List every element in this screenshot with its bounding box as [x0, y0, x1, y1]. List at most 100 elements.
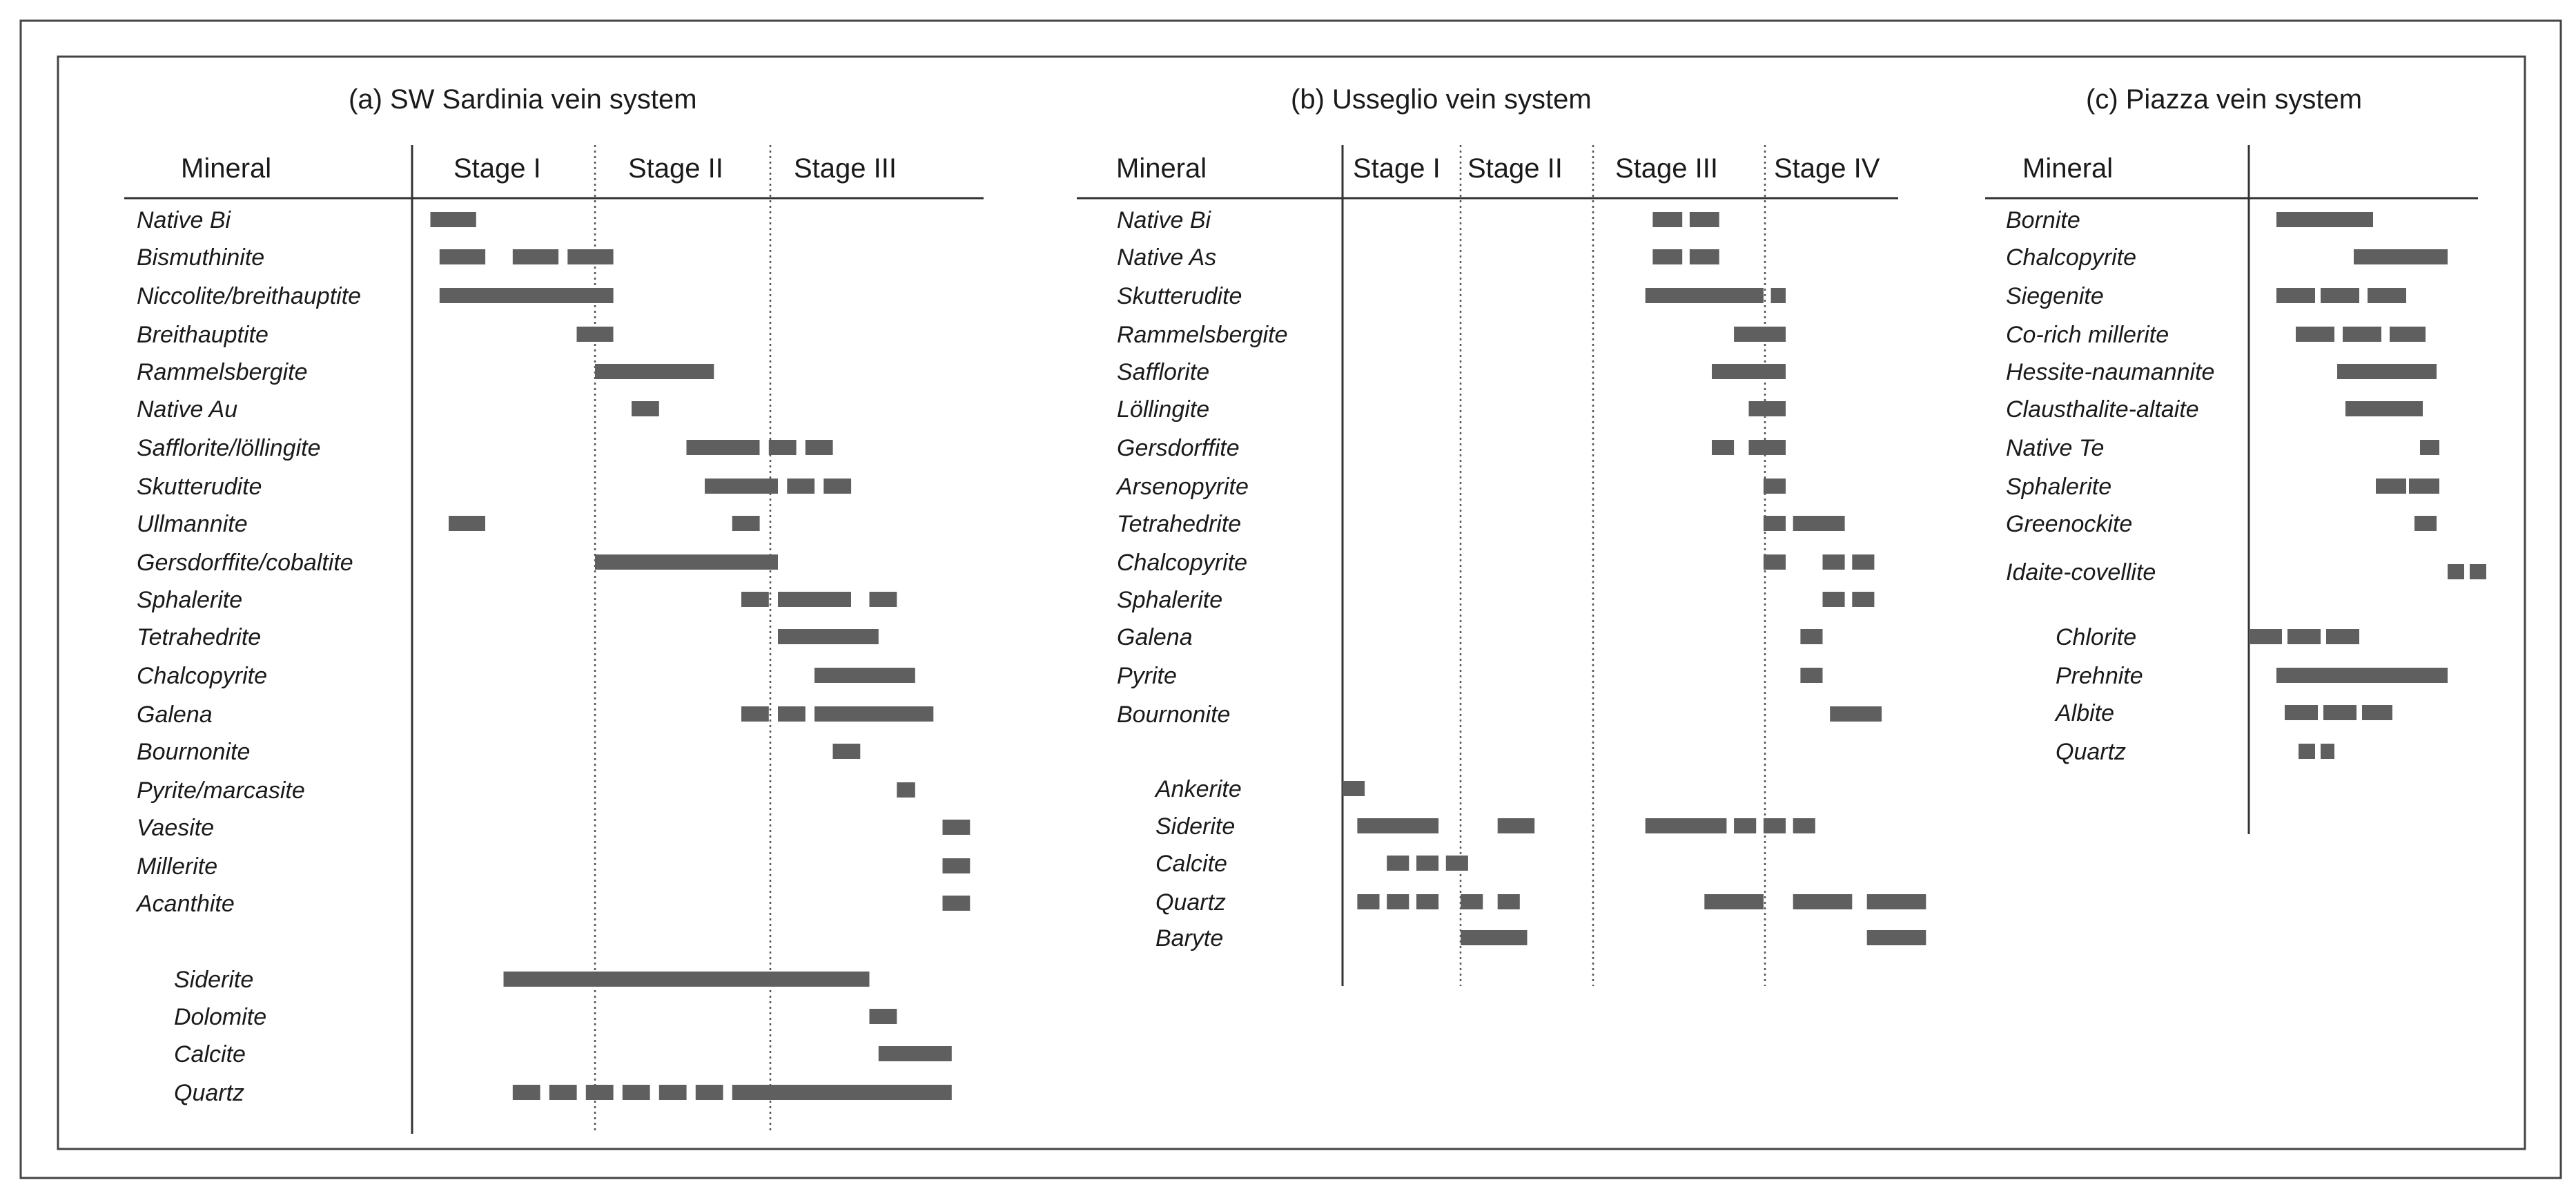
panel-b-occurrence-bar — [1748, 440, 1786, 455]
panel-c-occurrence-bar — [2285, 705, 2318, 720]
panel-b-occurrence-bar — [1712, 364, 1786, 379]
panel-b-occurrence-bar — [1416, 856, 1439, 871]
panel-b-occurrence-bar — [1852, 554, 1875, 570]
panel-a-mineral-label: Safflorite/löllingite — [137, 435, 320, 461]
panel-b-occurrence-bar — [1852, 592, 1875, 607]
panel-a-occurrence-bar — [658, 1085, 687, 1100]
panel-a-occurrence-bar — [512, 1085, 540, 1100]
panel-b-occurrence-bar — [1416, 894, 1439, 909]
panel-b-mineral-label: Calcite — [1155, 851, 1227, 877]
panel-a-occurrence-bar — [768, 440, 797, 455]
panel-a-mineral-label: Calcite — [174, 1041, 246, 1067]
panel-a-mineral-label: Native Au — [137, 396, 237, 423]
panel-b-mineral-label: Quartz — [1155, 889, 1226, 916]
panel-c-mineral-label: Sphalerite — [2006, 474, 2111, 500]
panel-a-occurrence-bar — [805, 440, 833, 455]
panel-b-occurrence-bar — [1822, 554, 1845, 570]
panel-a-mineral-label: Galena — [137, 702, 213, 728]
panel-c-occurrence-bar — [2368, 288, 2406, 303]
panel-a-mineral-label: Rammelsbergite — [137, 359, 308, 385]
panel-c-occurrence-bar — [2321, 744, 2334, 759]
panel-b-occurrence-bar — [1763, 818, 1786, 833]
panel-b-occurrence-bar — [1770, 288, 1786, 303]
panel-b-occurrence-bar — [1793, 516, 1845, 531]
panel-a-occurrence-bar — [814, 668, 915, 683]
panel-c-title: (c) Piazza vein system — [2086, 84, 2362, 115]
panel-c-occurrence-bar — [2448, 564, 2464, 579]
panel-c-mineral-label: Siegenite — [2006, 283, 2104, 309]
panel-a-occurrence-bar — [741, 706, 769, 722]
panel-b-occurrence-bar — [1763, 516, 1786, 531]
panel-c-occurrence-bar — [2296, 327, 2334, 342]
panel-c-occurrence-bar — [2414, 516, 2437, 531]
panel-c-occurrence-bar — [2362, 705, 2392, 720]
panel-a-occurrence-bar — [449, 516, 485, 531]
panel-c-occurrence-bar — [2287, 629, 2321, 644]
panel-c-mineral-label: Hessite-naumannite — [2006, 359, 2214, 385]
panel-c-occurrence-bar — [2354, 249, 2448, 264]
panel-b-occurrence-bar — [1387, 856, 1409, 871]
panel-c-occurrence-bar — [2323, 705, 2357, 720]
panel-a-occurrence-bar — [439, 288, 614, 303]
panel-c-mineral-label: Co-rich millerite — [2006, 322, 2169, 348]
panel-c-occurrence-bar — [2337, 364, 2437, 379]
panel-a-occurrence-bar — [439, 249, 486, 264]
panel-b-stage-2-label: Stage II — [1467, 153, 1563, 184]
panel-b-mineral-label: Sphalerite — [1117, 587, 1222, 613]
panel-a-occurrence-bar — [869, 1009, 897, 1024]
panel-a-occurrence-bar — [549, 1085, 577, 1100]
panel-c-occurrence-bar — [2249, 629, 2282, 644]
panel-b-mineral-label: Rammelsbergite — [1117, 322, 1288, 348]
panel-b-occurrence-bar — [1800, 629, 1823, 644]
panel-a-occurrence-bar — [732, 516, 760, 531]
panel-a-mineral-label: Siderite — [174, 967, 253, 993]
panel-b-occurrence-bar — [1343, 781, 1365, 796]
panel-c-occurrence-bar — [2345, 401, 2423, 416]
panel-b-mineral-label: Native Bi — [1117, 207, 1211, 233]
mineral-rows: Native BiBismuthiniteNiccolite/breithaup… — [135, 207, 2486, 1106]
panel-a-occurrence-bar — [869, 592, 897, 607]
panel-a-occurrence-bar — [942, 858, 970, 873]
panel-b-occurrence-bar — [1461, 894, 1483, 909]
panel-b-occurrence-bar — [1461, 930, 1528, 945]
panel-a-occurrence-bar — [732, 1085, 952, 1100]
panel-a-occurrence-bar — [897, 782, 915, 798]
panel-b-mineral-header: Mineral — [1116, 153, 1207, 184]
panel-b-occurrence-bar — [1652, 212, 1683, 227]
panel-b-mineral-label: Pyrite — [1117, 663, 1177, 689]
panel-c-occurrence-bar — [2420, 440, 2439, 455]
panel-c-mineral-label: Prehnite — [2056, 663, 2143, 689]
panel-a-mineral-label: Quartz — [174, 1080, 244, 1106]
panel-b-occurrence-bar — [1822, 592, 1845, 607]
panel-b-occurrence-bar — [1793, 894, 1853, 909]
panel-a-occurrence-bar — [585, 1085, 614, 1100]
panel-a-occurrence-bar — [878, 1046, 952, 1061]
panel-c-occurrence-bar — [2321, 288, 2359, 303]
panel-a-occurrence-bar — [778, 592, 851, 607]
panel-a-mineral-label: Bournonite — [137, 739, 250, 765]
panel-a-mineral-label: Pyrite/marcasite — [137, 777, 305, 804]
panel-c-mineral-header: Mineral — [2022, 153, 2113, 184]
panel-a-mineral-label: Acanthite — [135, 891, 235, 917]
panel-c-occurrence-bar — [2343, 327, 2381, 342]
panel-c-mineral-label: Idaite-covellite — [2006, 559, 2156, 586]
panel-a-stage-1-label: Stage I — [453, 153, 541, 184]
panel-a-mineral-label: Gersdorffite/cobaltite — [137, 550, 353, 576]
panel-b-occurrence-bar — [1734, 818, 1757, 833]
panel-a-mineral-label: Bismuthinite — [137, 244, 264, 271]
panel-b-occurrence-bar — [1357, 818, 1439, 833]
panel-b-occurrence-bar — [1689, 249, 1719, 264]
panel-c-occurrence-bar — [2299, 744, 2315, 759]
panel-a-occurrence-bar — [622, 1085, 650, 1100]
panel-b-title: (b) Usseglio vein system — [1291, 84, 1592, 115]
panel-b-occurrence-bar — [1763, 554, 1786, 570]
panel-b-occurrence-bar — [1387, 894, 1409, 909]
panel-c-mineral-label: Bornite — [2006, 207, 2080, 233]
panel-a-occurrence-bar — [942, 896, 970, 911]
panel-a-stage-2-label: Stage II — [628, 153, 723, 184]
panel-a-occurrence-bar — [632, 401, 659, 416]
panel-a-stage-3-label: Stage III — [794, 153, 897, 184]
panel-a-mineral-label: Ullmannite — [137, 511, 248, 537]
panel-b-mineral-label: Native As — [1117, 244, 1216, 271]
panel-a-occurrence-bar — [823, 479, 852, 494]
